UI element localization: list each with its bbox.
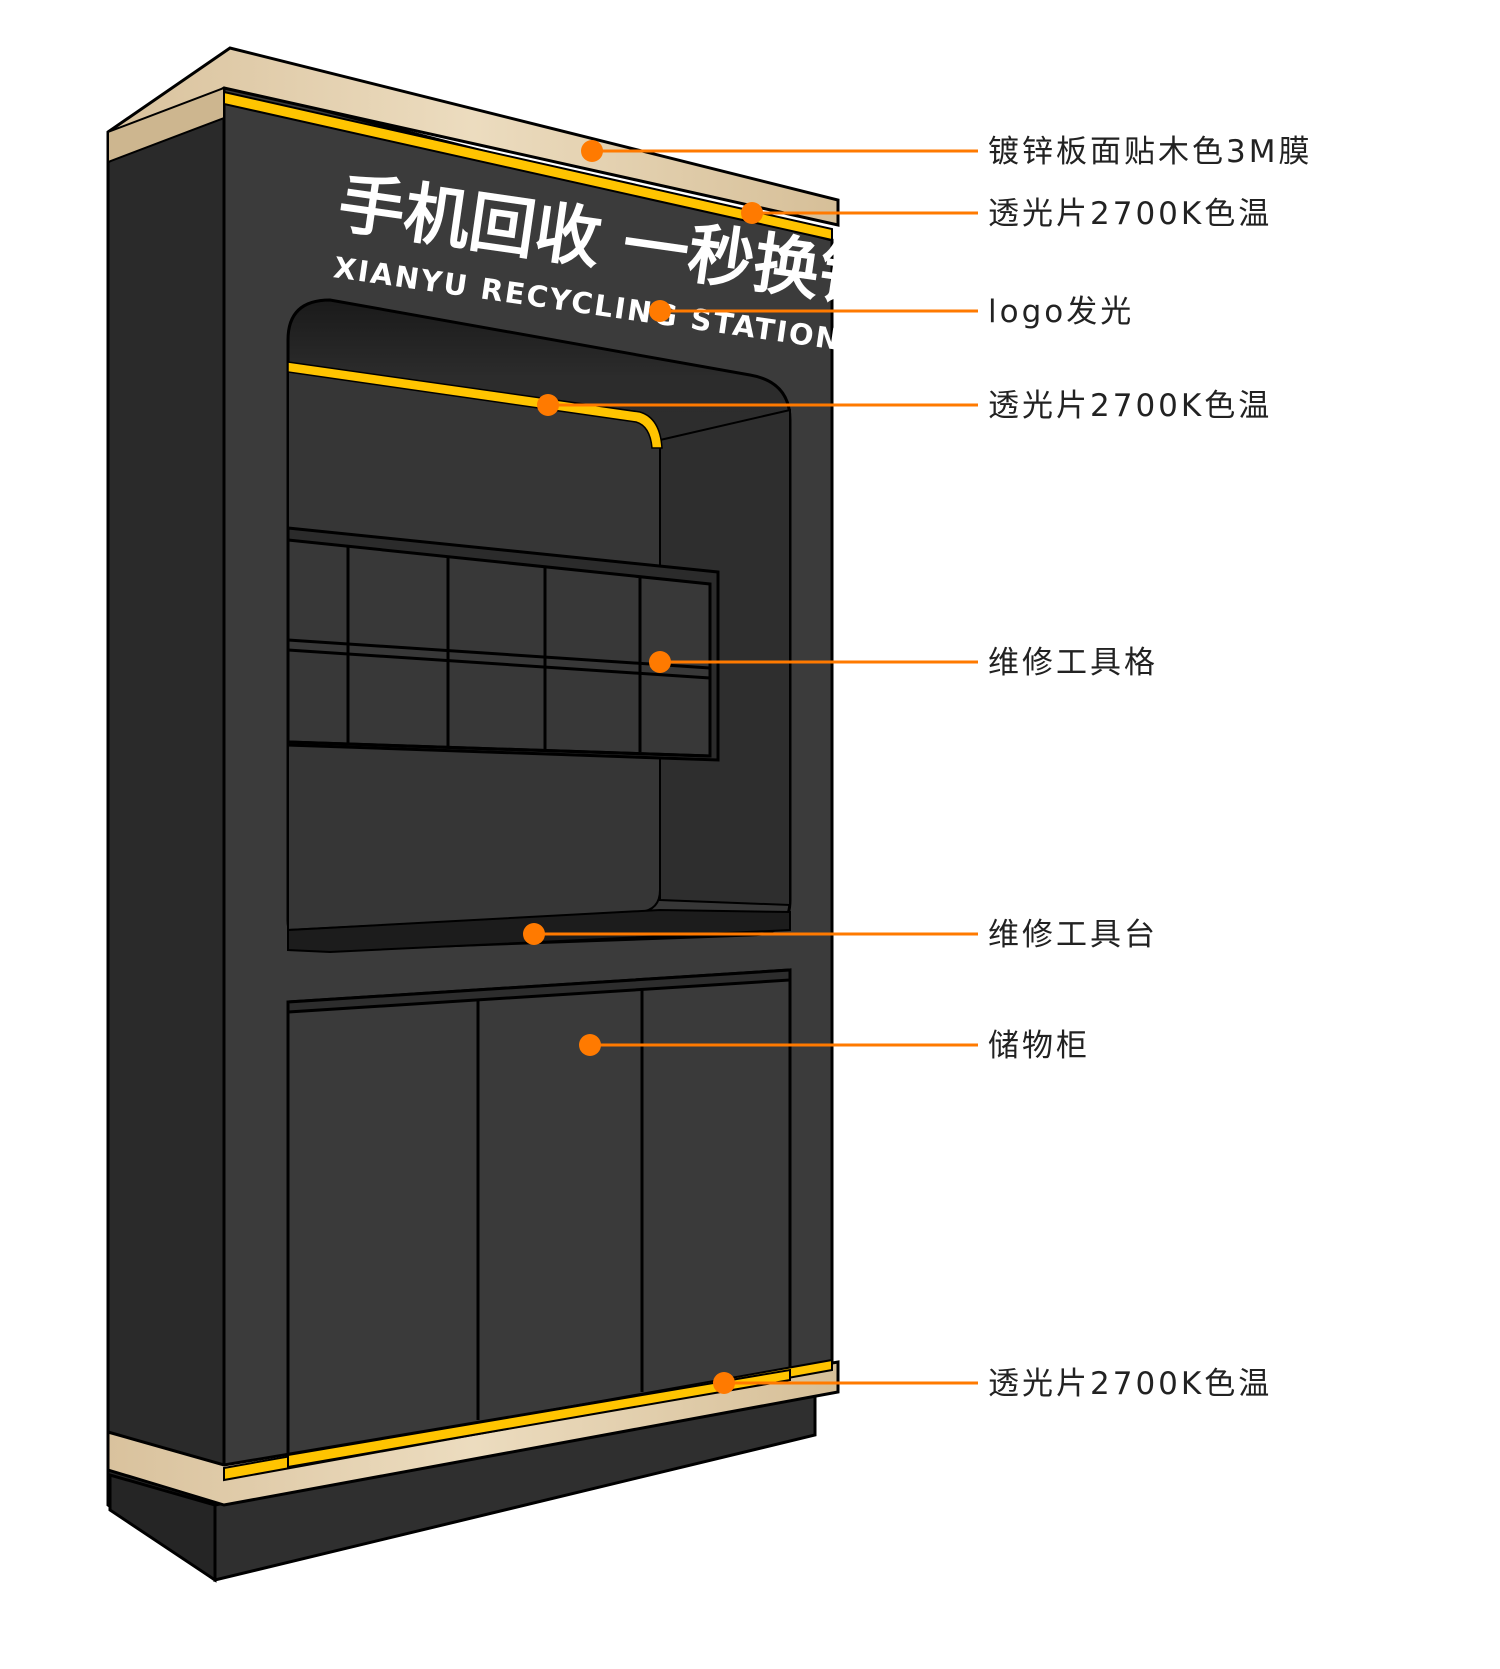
- callout-dot-niche-light: [537, 394, 559, 416]
- callout-label-top-light: 透光片2700K色温: [988, 196, 1272, 232]
- callout-dot-bottom-light: [713, 1372, 735, 1394]
- callout-dot-tool-grid: [649, 651, 671, 673]
- niche-light-strip: [287, 361, 663, 449]
- callout-labels: 镀锌板面贴木色3M膜 透光片2700K色温 logo发光 透光片2700K色温 …: [988, 134, 1312, 1402]
- callout-label-bottom-light: 透光片2700K色温: [988, 1366, 1272, 1402]
- callout-label-tool-bench: 维修工具台: [988, 917, 1158, 953]
- tool-grid-shelf: [286, 526, 720, 762]
- cabinet-plinth-side: [108, 1473, 217, 1583]
- callout-dot-logo: [649, 300, 671, 322]
- callout-label-wood-trim: 镀锌板面贴木色3M膜: [988, 134, 1312, 170]
- callout-dot-tool-bench: [523, 923, 545, 945]
- callout-label-niche-light: 透光片2700K色温: [988, 388, 1272, 424]
- callout-label-logo: logo发光: [988, 294, 1134, 330]
- callout-dot-storage: [579, 1034, 601, 1056]
- bottom-light-strip-front: [287, 1368, 791, 1469]
- top-wood-trim: [106, 46, 840, 227]
- callout-label-tool-grid: 维修工具格: [988, 645, 1158, 681]
- callout-dot-wood-trim: [581, 140, 603, 162]
- callout-dot-top-light: [741, 202, 763, 224]
- callout-leaders: [523, 140, 978, 1394]
- top-light-strip: [223, 90, 833, 242]
- callout-label-storage: 储物柜: [988, 1028, 1090, 1064]
- cabinet-side-panel: [106, 82, 226, 1583]
